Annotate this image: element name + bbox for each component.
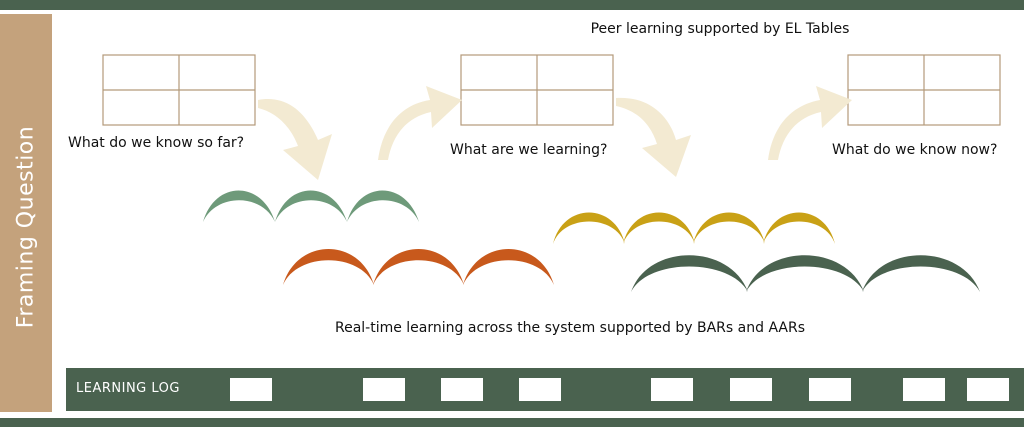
system-learning-caption: Real-time learning across the system sup… — [334, 320, 806, 336]
el-table-2 — [460, 54, 614, 126]
framing-question-panel: Framing Question — [0, 14, 52, 412]
learning-log-slot — [441, 378, 483, 401]
orange-arcs — [283, 249, 554, 285]
learning-log-title: LEARNING LOG — [76, 381, 180, 396]
arrow-up-2 — [768, 86, 852, 160]
learning-log-slot — [519, 378, 561, 401]
arrow-up-1 — [378, 86, 462, 160]
el-table-3 — [847, 54, 1001, 126]
arrow-down-1 — [258, 99, 332, 180]
sage-arcs — [203, 190, 419, 222]
gold-arcs — [553, 212, 835, 244]
question-know-now: What do we know now? — [832, 142, 998, 158]
forest-arcs — [631, 255, 980, 292]
learning-log-slot — [967, 378, 1009, 401]
learning-log-slot — [730, 378, 772, 401]
learning-log-slot — [809, 378, 851, 401]
arrow-down-2 — [616, 97, 691, 177]
learning-log-slot — [651, 378, 693, 401]
el-tables-heading: Peer learning supported by EL Tables — [590, 21, 850, 37]
bottom-border-bar — [0, 418, 1024, 427]
question-are-learning: What are we learning? — [450, 142, 608, 158]
learning-log-bar: LEARNING LOG — [66, 368, 1024, 411]
top-border-bar — [0, 0, 1024, 10]
learning-log-slot — [363, 378, 405, 401]
el-table-1 — [102, 54, 256, 126]
learning-log-slot — [903, 378, 945, 401]
question-know-so-far: What do we know so far? — [68, 135, 245, 151]
learning-log-slot — [230, 378, 272, 401]
